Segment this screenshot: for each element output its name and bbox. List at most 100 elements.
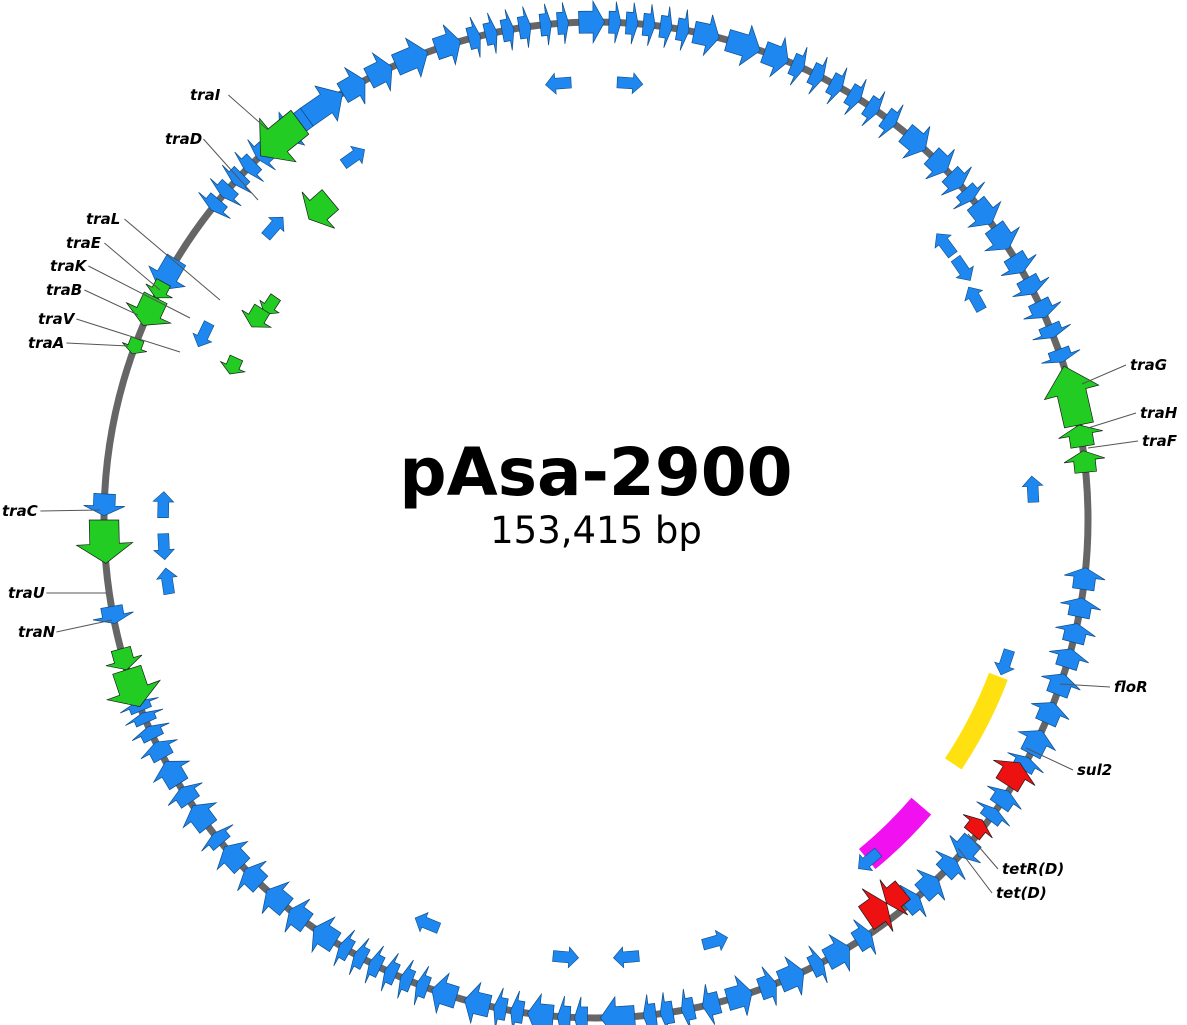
gene-arrow — [182, 802, 218, 834]
gene-trak — [241, 303, 273, 328]
gene-arrow — [152, 760, 191, 791]
gene-flor — [993, 759, 1036, 793]
gene-label-sul2: sul2 — [1077, 761, 1112, 779]
gene-arrow — [237, 860, 269, 893]
gene-arrow — [234, 151, 264, 182]
gene-arrow — [397, 959, 417, 999]
gene-arrow — [516, 6, 532, 48]
gene-arrow — [775, 956, 805, 996]
gene-arrow — [1064, 567, 1106, 592]
gene-arrow — [914, 869, 946, 902]
gene-arrow — [140, 739, 178, 764]
leader-line-trae — [104, 242, 161, 291]
gene-tet-d — [858, 888, 894, 932]
leader-line-traf — [1087, 440, 1139, 449]
gene-arrow — [674, 9, 690, 51]
gene-arrow — [806, 56, 828, 95]
gene-trau — [105, 645, 143, 671]
labeled-gene-layer — [75, 109, 1106, 932]
gene-arrow — [616, 72, 644, 95]
gene-arrow — [363, 52, 393, 92]
gene-arrow — [131, 722, 170, 744]
gene-arrow — [464, 981, 493, 1025]
leader-line-trav — [76, 318, 181, 353]
gene-arrow — [625, 2, 639, 45]
gene-label-tral: traL — [86, 210, 120, 228]
gene-arrow — [465, 16, 481, 58]
gene-arrow — [858, 847, 883, 872]
gene-label-trah: traH — [1140, 404, 1178, 422]
gene-arrow — [599, 995, 636, 1025]
gene-arrow — [545, 72, 572, 95]
gene-arrow — [756, 966, 777, 1006]
gene-arrow — [659, 992, 676, 1025]
leader-line-trai — [228, 94, 269, 131]
gene-arrow — [1032, 320, 1071, 341]
gene-arrow — [556, 2, 569, 44]
gene-arrow — [1031, 702, 1070, 728]
gene-arrow — [1049, 648, 1089, 671]
inner-gene-layer — [152, 72, 1044, 969]
gene-arrow — [691, 14, 720, 57]
gene-arrow — [413, 965, 432, 1006]
gene-trah — [1058, 424, 1103, 449]
gene-arrow — [201, 824, 234, 852]
leader-line-trah — [1087, 412, 1137, 429]
gene-arrow — [821, 933, 850, 973]
gene-arrow — [923, 147, 955, 180]
gene-arrow — [414, 912, 442, 934]
gene-label-layer: traItraDtraLtraEtraKtraBtraVtraAtraCtraU… — [2, 86, 1178, 902]
gene-traf — [1063, 450, 1106, 474]
gene-label-trae: traE — [66, 234, 102, 252]
leader-line-sul2 — [1025, 747, 1074, 771]
gene-arrow — [724, 24, 761, 67]
gene-arrow — [482, 12, 498, 54]
gene-arrow — [348, 938, 371, 975]
gene-arrow — [391, 37, 429, 79]
gene-arrow — [152, 491, 175, 518]
gene-arrow — [336, 66, 366, 105]
gene-label-tet-d: tet(D) — [996, 884, 1047, 902]
gene-arrow — [760, 36, 789, 78]
gene-arrow — [987, 785, 1022, 813]
gene-arrow — [493, 987, 509, 1025]
gene-arrow — [125, 708, 164, 728]
gene-arrow — [92, 604, 134, 624]
leader-line-trak — [88, 265, 191, 319]
leader-line-trag — [1081, 364, 1127, 385]
gene-label-trai: traI — [190, 86, 221, 104]
gene-arrow — [934, 233, 958, 259]
leader-line-traa — [66, 342, 129, 347]
gene-arrow — [574, 996, 588, 1025]
gene-arrow — [898, 124, 931, 159]
gene-arrow — [843, 79, 867, 115]
gene-label-tran: traN — [18, 623, 56, 641]
gene-label-trag: traG — [1130, 356, 1167, 374]
gene-arrow — [702, 984, 723, 1025]
gene-arrow — [167, 782, 203, 809]
gene-arrow — [209, 178, 242, 207]
gene-arrow — [935, 850, 966, 881]
gene-arrow — [364, 945, 386, 984]
gene-arrow — [578, 0, 606, 45]
gene-arrow — [221, 164, 253, 194]
gene-label-trak: traK — [50, 257, 88, 275]
gene-label-trau: traU — [8, 584, 45, 602]
gene-tran — [105, 664, 162, 707]
gene-arrow — [994, 648, 1015, 676]
gene-arrow — [431, 24, 461, 66]
gene-label-flor: floR — [1114, 678, 1148, 696]
gene-arrow — [538, 3, 552, 46]
gene-arrow — [941, 165, 972, 196]
gene-arrow — [216, 840, 251, 875]
gene-trad — [301, 189, 340, 229]
leader-line-trad — [203, 138, 259, 201]
gene-arrow — [850, 919, 877, 955]
gene-arrow — [510, 990, 526, 1025]
gene-arrow — [299, 85, 344, 127]
gene-arrow — [658, 6, 673, 48]
gene-arrow — [1012, 272, 1050, 298]
gene-label-trab: traB — [46, 281, 82, 299]
gene-arrow — [339, 145, 365, 170]
